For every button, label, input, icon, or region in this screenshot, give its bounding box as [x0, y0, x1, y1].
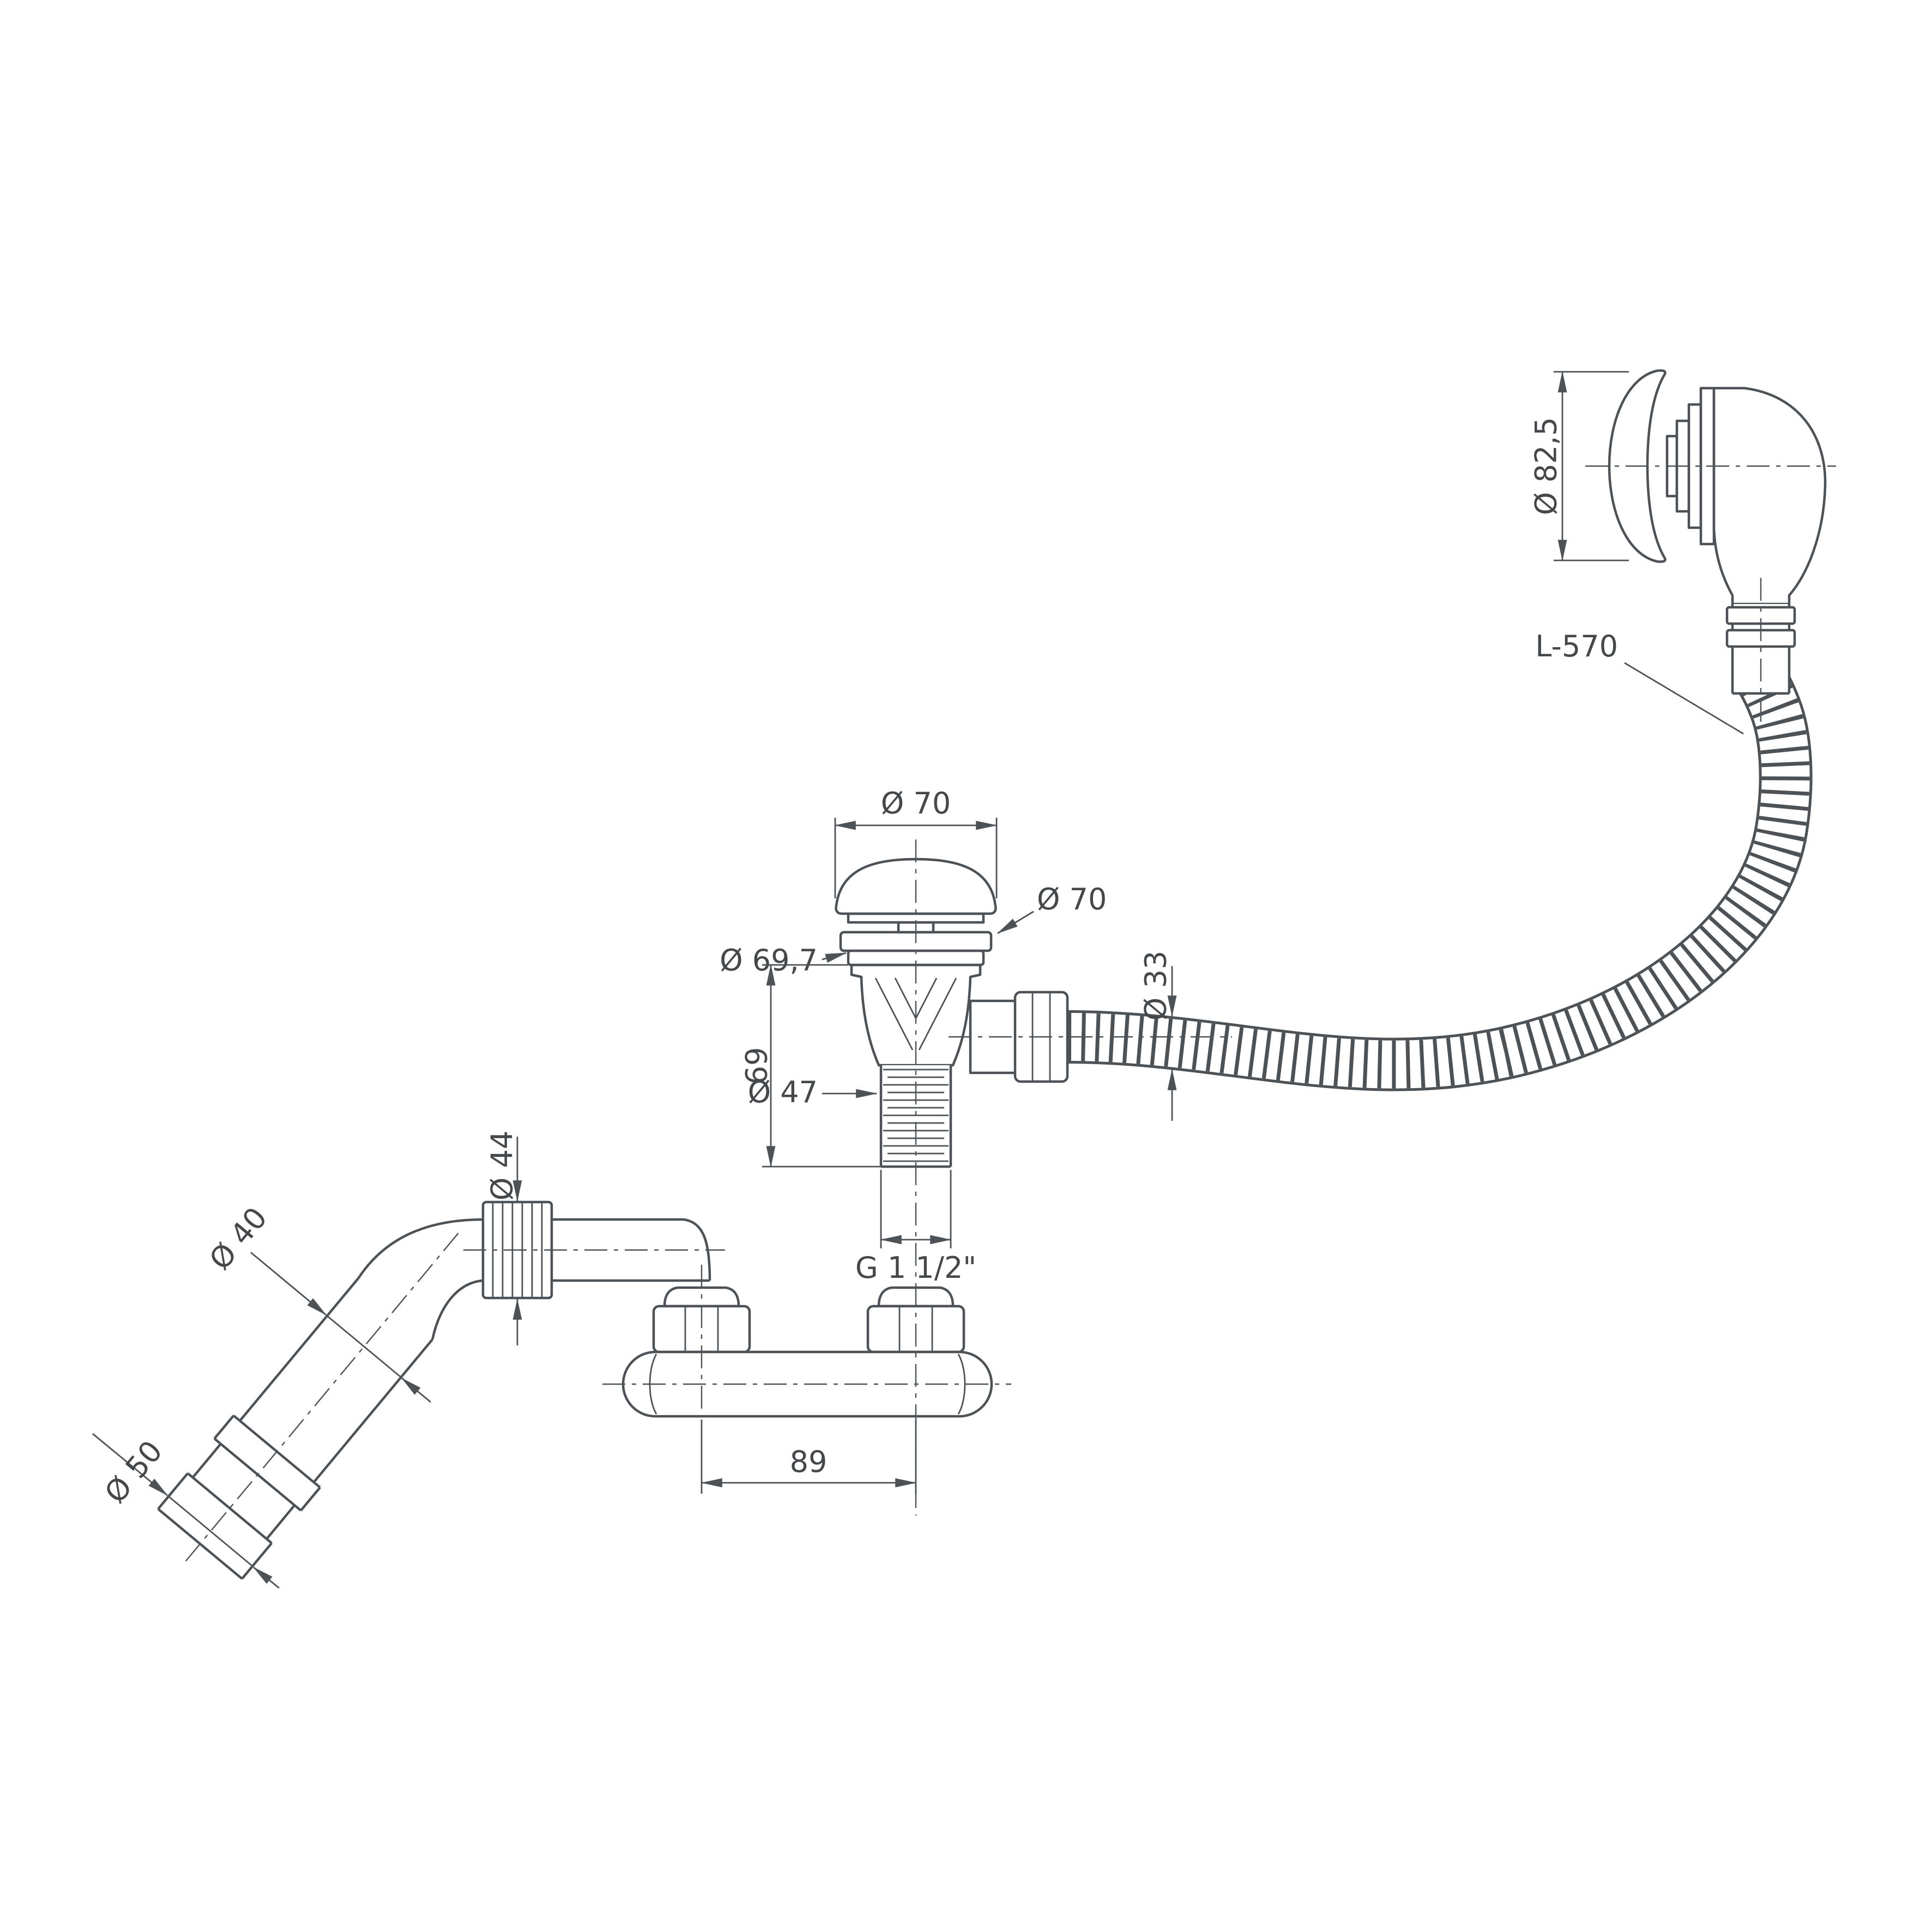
dim-pipe50-lower: [252, 1566, 280, 1589]
dim-pipe50-upper: [92, 1433, 168, 1496]
dim-ext-body-height: [762, 964, 881, 1168]
elbow-inner-curve: [431, 1279, 484, 1340]
corrugated-hose: [1067, 653, 1813, 1091]
dim-flange-label: Ø 69,7: [720, 943, 818, 977]
overflow-elbow: [1712, 387, 1827, 606]
dim-plug-cap-side-label: Ø 70: [1037, 882, 1107, 916]
dim-ext-plug-top: [834, 818, 998, 898]
dim-thread-spec-label: G 1 1/2": [855, 1251, 976, 1285]
dim-pipe50-cross: [168, 1495, 253, 1567]
overflow-outlet-assembly: [1608, 369, 1827, 695]
drain-waste-valve: [835, 858, 1069, 1168]
dim-leader-flange: [822, 952, 847, 963]
left-branch-nut-facets: [684, 1306, 719, 1352]
dim-hose-diameter-label: Ø 33: [1139, 951, 1173, 1021]
dim-pipe40-label: Ø 40: [203, 1201, 274, 1277]
outlet-pipe-centerline: [184, 1233, 459, 1563]
dim-pipe40-lower: [401, 1377, 431, 1403]
dim-body-height-label: 69: [740, 1047, 774, 1085]
dimensions: Ø 70 Ø 70 Ø 69,7 69 Ø 47 G 1 1/2" Ø 33 Ø…: [92, 371, 1744, 1589]
dim-pipe40-upper: [250, 1252, 327, 1316]
dim-leader-plug-side: [997, 910, 1034, 934]
centerlines: [184, 465, 1836, 1563]
dim-overflow-cap-label: Ø 82,5: [1529, 417, 1563, 515]
dim-pipe50-label: Ø 50: [98, 1434, 170, 1510]
hose-body: [1067, 653, 1810, 1089]
dim-collar-label: Ø 44: [485, 1131, 520, 1200]
elbow-horizontal-pipe: [552, 1218, 711, 1282]
valve-strainer: [874, 977, 957, 1050]
dim-thread-diameter-label: Ø 47: [748, 1075, 818, 1109]
right-branch-nut-facets: [898, 1306, 933, 1352]
hose-ribs: [1067, 653, 1810, 1089]
dim-pipe40-cross: [327, 1315, 402, 1378]
dim-hose-length-label: L-570: [1535, 629, 1618, 663]
leader-hose-length: [1624, 662, 1744, 735]
elbow-outer-curve: [357, 1218, 484, 1279]
dim-branch-spacing-label: 89: [790, 1445, 828, 1479]
dim-plug-cap-top-label: Ø 70: [881, 786, 951, 820]
